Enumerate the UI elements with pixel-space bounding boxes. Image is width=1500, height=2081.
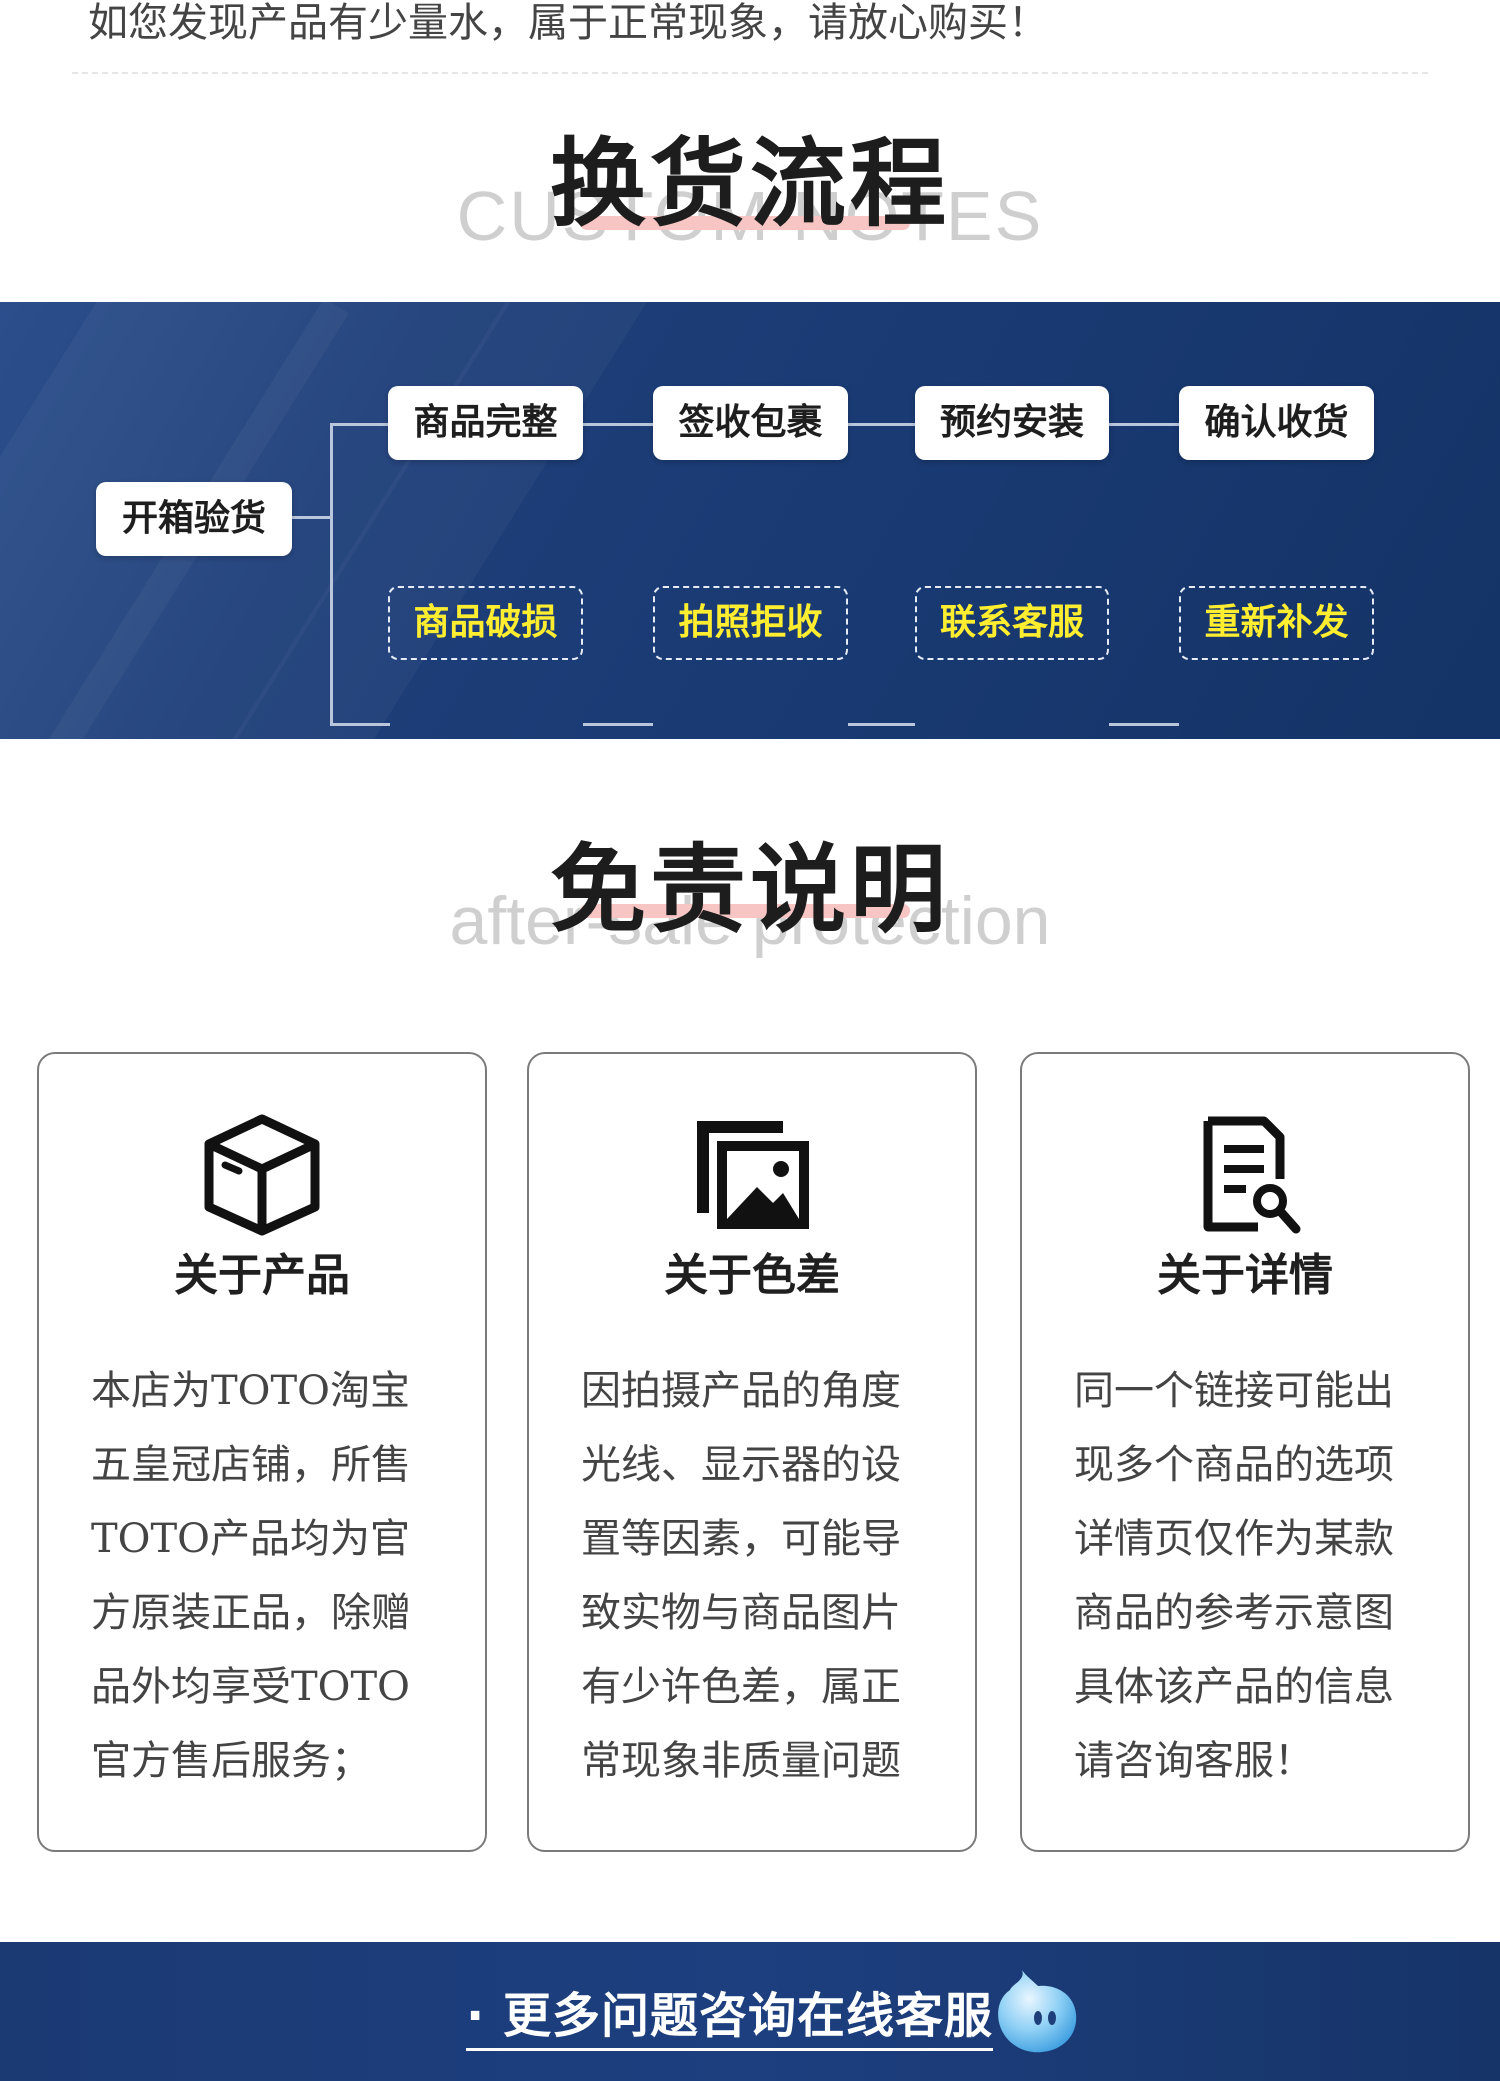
card-body: 本店为TOTO淘宝 五皇冠店铺，所售 TOTO产品均为官 方原装正品，除赠 品外… — [91, 1354, 445, 1798]
card-line: 五皇冠店铺，所售 — [91, 1442, 411, 1488]
disclaimer-subtitle: after-sale protection — [449, 883, 1051, 959]
card-line: 致实物与商品图片 — [581, 1590, 901, 1636]
disclaimer-title-underline — [580, 904, 910, 918]
flow-step-contact-service: 联系客服 — [915, 586, 1109, 660]
flow-step-photo-reject: 拍照拒收 — [653, 586, 848, 660]
card-line: 本店为TOTO淘宝 — [91, 1368, 410, 1414]
card-title: 关于详情 — [1157, 1250, 1333, 1301]
exchange-title-underline — [580, 216, 910, 230]
card-line: 请咨询客服！ — [1074, 1738, 1314, 1784]
card-line: 常现象非质量问题 — [581, 1738, 901, 1784]
flow-step-sign-package: 签收包裹 — [653, 386, 848, 460]
card-line: 商品的参考示意图 — [1074, 1590, 1394, 1636]
card-body: 同一个链接可能出 现多个商品的选项 详情页仅作为某款 商品的参考示意图 具体该产… — [1074, 1354, 1428, 1798]
online-service-link[interactable]: · 更多问题咨询在线客服 — [466, 1976, 993, 2051]
card-line: 置等因素，可能导 — [581, 1516, 901, 1562]
flow-start-inspect: 开箱验货 — [96, 482, 292, 556]
card-body: 因拍摄产品的角度 光线、显示器的设 置等因素，可能导 致实物与商品图片 有少许色… — [581, 1354, 935, 1798]
exchange-title: 换货流程 — [550, 128, 950, 240]
card-line: 现多个商品的选项 — [1074, 1442, 1394, 1488]
card-about-product: 关于产品 本店为TOTO淘宝 五皇冠店铺，所售 TOTO产品均为官 方原装正品，… — [37, 1052, 487, 1852]
card-line: 详情页仅作为某款 — [1074, 1516, 1394, 1562]
top-divider — [72, 72, 1428, 74]
flow-step-intact: 商品完整 — [388, 386, 583, 460]
card-line: TOTO产品均为官 — [91, 1516, 410, 1562]
disclaimer-title: 免责说明 — [550, 834, 950, 946]
flow-step-confirm-receipt: 确认收货 — [1179, 386, 1374, 460]
image-icon — [687, 1109, 817, 1239]
card-line: 品外均享受TOTO — [91, 1664, 410, 1710]
document-search-icon — [1180, 1109, 1310, 1239]
card-line: 因拍摄产品的角度 — [581, 1368, 901, 1414]
top-note: 如您发现产品有少量水，属于正常现象，请放心购买！ — [88, 0, 1048, 46]
flow-step-book-install: 预约安装 — [915, 386, 1109, 460]
footer-bar: · 更多问题咨询在线客服 — [0, 1942, 1500, 2081]
card-line: 具体该产品的信息 — [1074, 1664, 1394, 1710]
card-title: 关于色差 — [664, 1250, 840, 1301]
card-line: 同一个链接可能出 — [1074, 1368, 1394, 1414]
card-line: 官方售后服务； — [91, 1738, 371, 1784]
card-line: 光线、显示器的设 — [581, 1442, 901, 1488]
chat-bubble-icon[interactable] — [992, 1966, 1080, 2058]
flow-step-reship: 重新补发 — [1179, 586, 1374, 660]
card-title: 关于产品 — [174, 1250, 350, 1301]
card-about-color: 关于色差 因拍摄产品的角度 光线、显示器的设 置等因素，可能导 致实物与商品图片… — [527, 1052, 977, 1852]
box-icon — [197, 1109, 327, 1239]
flow-step-damaged: 商品破损 — [388, 586, 583, 660]
card-line: 方原装正品，除赠 — [91, 1590, 411, 1636]
card-line: 有少许色差，属正 — [581, 1664, 901, 1710]
exchange-flow-band: 开箱验货 商品完整 签收包裹 预约安装 确认收货 商品破损 拍照拒收 联系客服 … — [0, 302, 1500, 739]
card-about-details: 关于详情 同一个链接可能出 现多个商品的选项 详情页仅作为某款 商品的参考示意图… — [1020, 1052, 1470, 1852]
